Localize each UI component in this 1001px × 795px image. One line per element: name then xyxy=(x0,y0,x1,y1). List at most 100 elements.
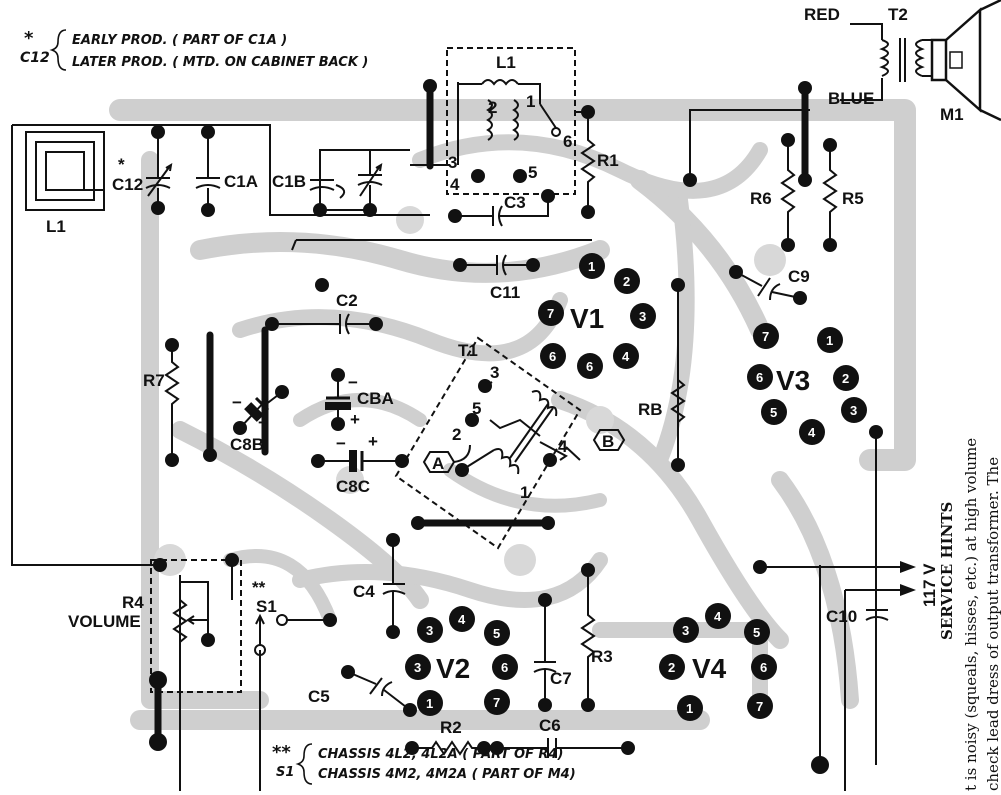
bus-bars xyxy=(154,82,809,746)
v1-label: V1 xyxy=(570,303,604,334)
c8c-plus: + xyxy=(368,432,378,451)
v4-pin: 5 xyxy=(753,625,760,640)
label-c1b: C1B xyxy=(272,172,306,191)
resistor-r3 xyxy=(580,570,596,705)
s1-note: ** S1 CHASSIS 4L2, 4L2A ( PART OF R4) CH… xyxy=(272,742,576,785)
coil-l1-pin4: 4 xyxy=(450,175,460,194)
cap-c1a xyxy=(195,132,221,210)
t1-pin1: 1 xyxy=(520,483,529,502)
label-c6: C6 xyxy=(539,716,561,735)
c12-note-label: C12 xyxy=(20,50,50,66)
label-m1: M1 xyxy=(940,105,964,124)
tube-socket-v4: 3 4 5 6 7 1 2 V4 xyxy=(659,603,777,721)
v1-pin: 7 xyxy=(547,306,554,321)
speaker-m1 xyxy=(930,0,1001,122)
label-c7: C7 xyxy=(550,669,572,688)
coil-l1-pin2: 2 xyxy=(488,98,497,117)
v1-pin: 3 xyxy=(639,309,646,324)
v2-pin: 6 xyxy=(501,660,508,675)
tube-socket-v1: 1 2 3 4 6 6 7 V1 xyxy=(538,253,656,379)
t1-pin3: 3 xyxy=(490,363,499,382)
test-point-b xyxy=(592,429,626,451)
cap-c1b xyxy=(309,149,410,211)
v3-pin: 5 xyxy=(770,405,777,420)
s1-note-label: S1 xyxy=(276,765,294,780)
label-s1: S1 xyxy=(256,597,277,616)
label-117v: 117 V xyxy=(920,563,939,607)
volume-control-r4 xyxy=(150,559,242,693)
v1-pin: 6 xyxy=(586,359,593,374)
v1-pin: 4 xyxy=(622,349,630,364)
label-t2: T2 xyxy=(888,5,908,24)
label-c2: C2 xyxy=(336,291,358,310)
transformer-t1 xyxy=(394,336,582,550)
label-c9: C9 xyxy=(788,267,810,286)
s1-note-star: ** xyxy=(272,742,291,763)
resistor-r5 xyxy=(822,145,838,245)
label-r6: R6 xyxy=(750,189,772,208)
label-rb: RB xyxy=(638,400,663,419)
v3-pin: 2 xyxy=(842,371,849,386)
label-r2: R2 xyxy=(440,718,462,737)
label-c1a: C1A xyxy=(224,172,258,191)
v3-pin: 3 xyxy=(850,403,857,418)
label-red: RED xyxy=(804,5,840,24)
v4-pin: 1 xyxy=(686,701,693,716)
t1-pin4: 4 xyxy=(558,437,568,456)
v3-label: V3 xyxy=(776,365,810,396)
v2-pin: 3 xyxy=(426,623,433,638)
cap-c8c xyxy=(318,450,402,472)
coil-l1-pin1: 1 xyxy=(526,92,535,111)
label-c10: C10 xyxy=(826,607,857,626)
label-cba: CBA xyxy=(357,389,394,408)
label-c12: C12 xyxy=(112,175,143,194)
label-c12-star: * xyxy=(118,155,125,174)
coil-l1-pin3: 3 xyxy=(448,153,457,172)
label-s1-star: ** xyxy=(252,578,266,597)
coil-l1-shield xyxy=(446,47,576,195)
label-c3: C3 xyxy=(504,193,526,212)
coil-l1-pin5: 5 xyxy=(528,163,537,182)
switch-s1 xyxy=(254,613,330,656)
v4-pin: 2 xyxy=(668,660,675,675)
v3-pin: 1 xyxy=(826,333,833,348)
resistor-rb xyxy=(670,379,686,423)
cba-plus: + xyxy=(350,410,360,429)
resistor-r2 xyxy=(412,740,484,756)
c8b-minus: − xyxy=(232,393,242,412)
cap-c6 xyxy=(497,738,628,758)
output-transformer-t2 xyxy=(840,23,932,101)
cap-c5 xyxy=(347,671,411,711)
service-hints: SERVICE HINTS t is noisy (squeals, hisse… xyxy=(938,438,1001,791)
v2-label: V2 xyxy=(436,653,470,684)
c8b-plus: + xyxy=(258,413,268,432)
label-c11: C11 xyxy=(490,283,520,302)
label-r3: R3 xyxy=(591,647,613,666)
test-point-b-label: B xyxy=(602,432,614,451)
cap-c3 xyxy=(455,196,549,227)
c12-note-line1: EARLY PROD. ( PART OF C1A ) xyxy=(72,33,287,48)
v1-pin: 1 xyxy=(588,259,595,274)
service-hints-line2: check lead dress of output transformer. … xyxy=(984,457,1001,791)
label-c8b: C8B xyxy=(230,435,264,454)
label-c4: C4 xyxy=(353,582,375,601)
solder-pads xyxy=(149,79,883,774)
label-r5: R5 xyxy=(842,189,864,208)
cba-minus: − xyxy=(348,373,358,392)
label-l1-top: L1 xyxy=(496,53,516,72)
label-r1: R1 xyxy=(597,151,619,170)
test-point-a xyxy=(422,444,471,473)
v4-pin: 6 xyxy=(760,660,767,675)
pcb-pads-bg xyxy=(154,206,786,576)
v4-pin: 4 xyxy=(714,609,722,624)
v1-pin: 6 xyxy=(549,349,556,364)
c12-note: * C12 EARLY PROD. ( PART OF C1A ) LATER … xyxy=(20,28,368,71)
cap-c7 xyxy=(533,600,557,705)
label-l1-loop: L1 xyxy=(46,217,66,236)
s1-note-line1: CHASSIS 4L2, 4L2A ( PART OF R4) xyxy=(318,747,563,762)
cap-c10 xyxy=(865,609,889,621)
v2-pin: 4 xyxy=(458,612,466,627)
label-t1: T1 xyxy=(458,341,478,360)
